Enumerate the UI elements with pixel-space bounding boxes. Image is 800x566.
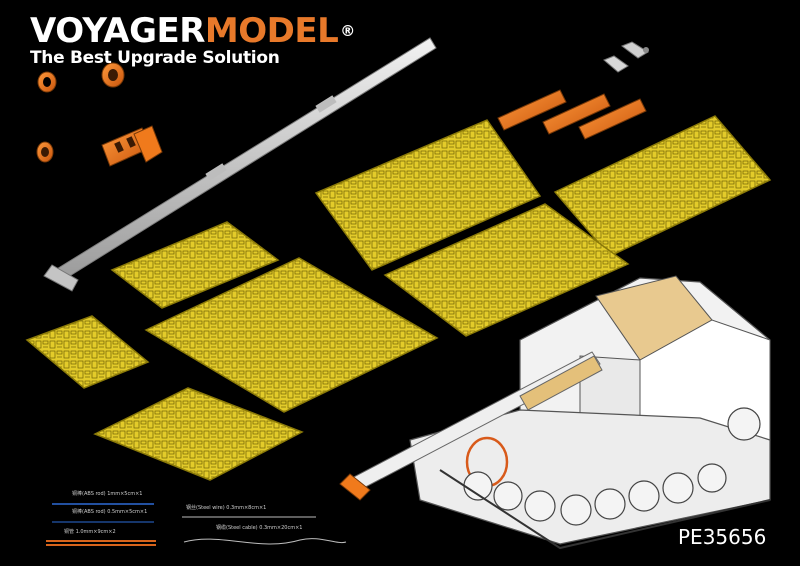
- product-code: PE35656: [678, 525, 767, 549]
- pe-fret-small-left: [110, 221, 280, 309]
- pe-fret-middle-right: [383, 203, 630, 337]
- pe-fret-top-right: [553, 115, 772, 257]
- pe-fret-top-center: [314, 119, 542, 271]
- shell-rounds: [603, 41, 649, 73]
- rod-label-2: 铜棒(ABS rod) 0.5mm×5cm×1: [72, 509, 148, 515]
- pe-fret-large-center: [144, 257, 439, 413]
- pe-fret-bottom-left: [93, 387, 304, 481]
- wire-label-2: 钢缆(Steel cable) 0.3mm×20cm×1: [216, 525, 303, 531]
- resin-shell-casings: [497, 89, 647, 140]
- brand-name-model: MODEL: [204, 11, 339, 51]
- tank-drawing: [339, 275, 771, 550]
- rod-label-3: 铜管 1.0mm×9cm×2: [64, 529, 116, 535]
- registered-mark: ®: [340, 22, 355, 40]
- road-wheels: [463, 407, 761, 526]
- wire-legend-lines: [46, 503, 347, 546]
- brand-logo: VOYAGERMODEL® The Best Upgrade Solution: [30, 12, 355, 68]
- brand-title: VOYAGERMODEL®: [30, 12, 355, 50]
- rod-label-1: 铜棒(ABS rod) 1mm×5cm×1: [72, 491, 143, 497]
- brand-tagline: The Best Upgrade Solution: [30, 48, 280, 68]
- pe-fret-tiny-left: [25, 315, 150, 389]
- wire-label-1: 钢丝(Steel wire) 0.3mm×8cm×1: [186, 505, 267, 511]
- resin-rings: [36, 62, 125, 163]
- gun-barrel: [43, 37, 437, 292]
- resin-muzzle-brake: [101, 125, 163, 167]
- brand-name-voyager: VOYAGER: [30, 11, 205, 51]
